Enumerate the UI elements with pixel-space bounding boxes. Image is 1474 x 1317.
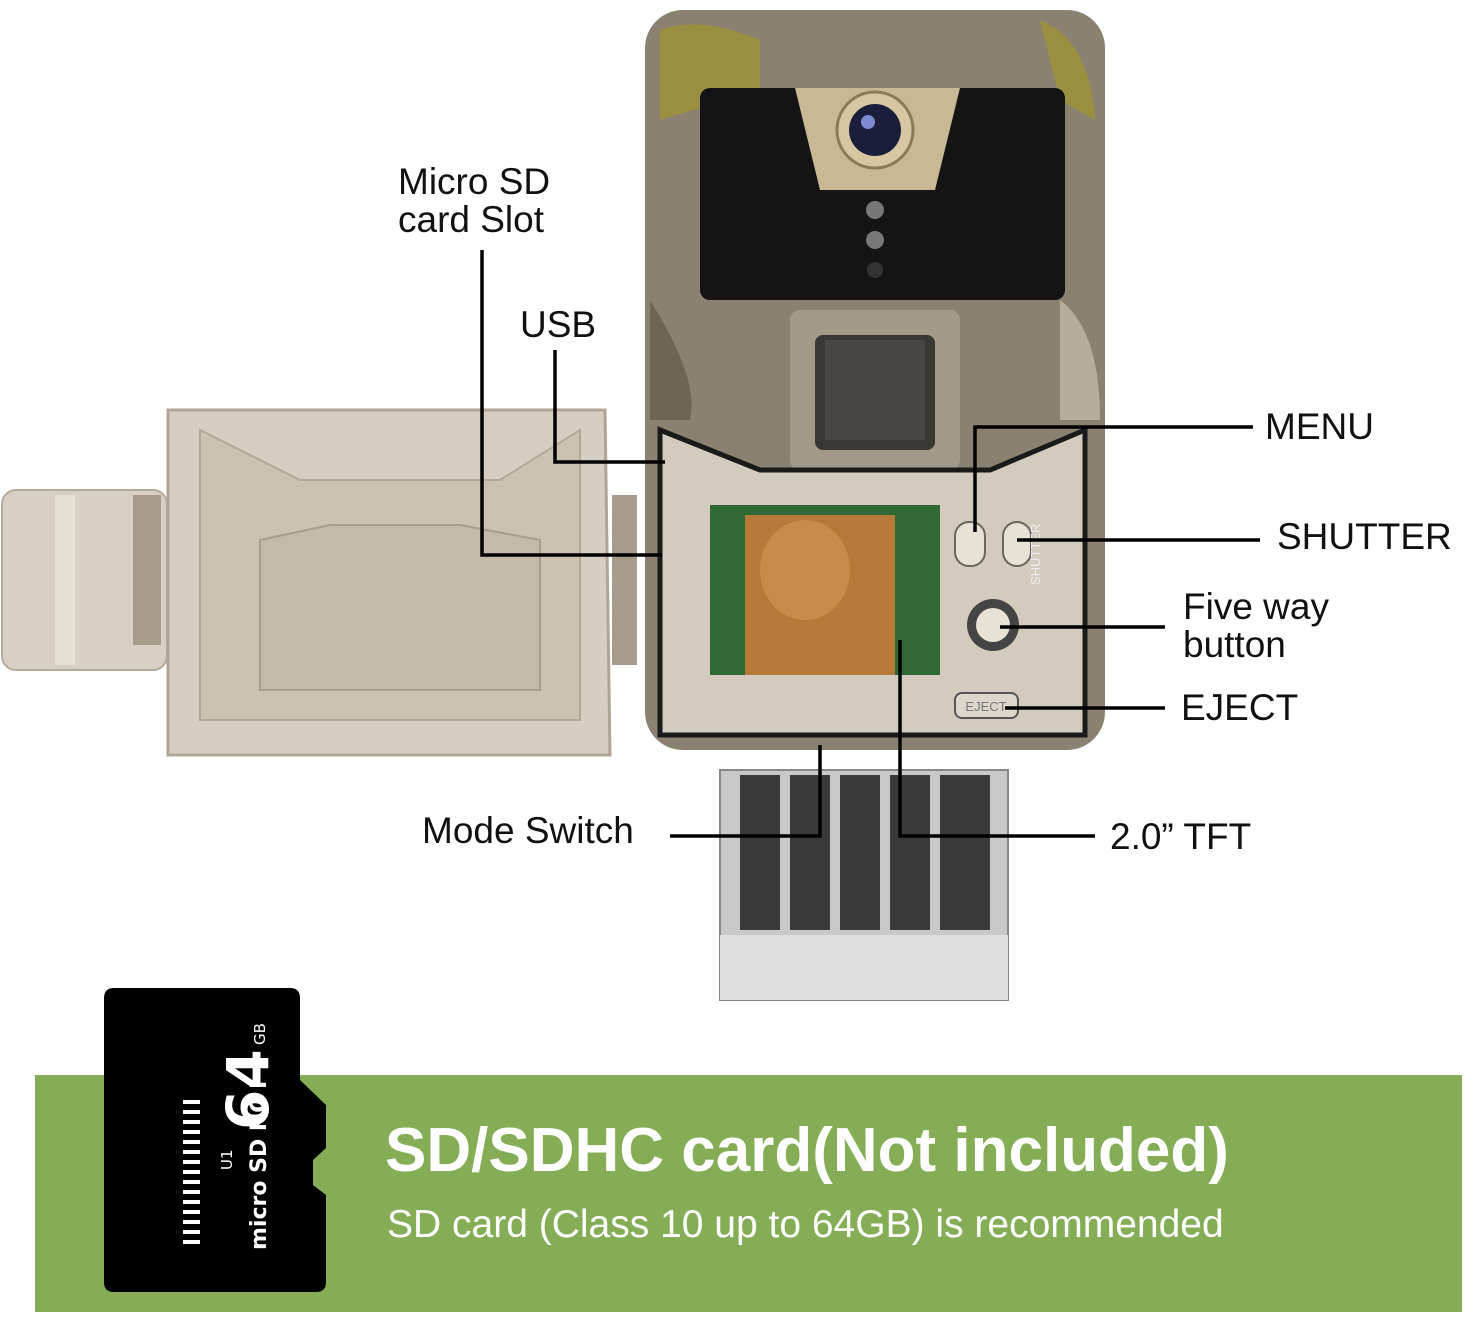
label-micro-sd-slot: Micro SD card Slot: [398, 163, 550, 239]
label-usb: USB: [520, 304, 597, 345]
label-mode-switch: Mode Switch: [422, 810, 634, 851]
open-door: [1, 408, 637, 757]
camera-body: SHUTTER EJECT: [645, 10, 1105, 750]
battery-tray: [719, 769, 1009, 1001]
banner-subtitle: SD card (Class 10 up to 64GB) is recomme…: [387, 1203, 1224, 1246]
label-eject: EJECT: [1181, 687, 1299, 728]
label-menu: MENU: [1265, 406, 1374, 447]
eject-button: [954, 692, 1019, 719]
shutter-button: [1002, 521, 1032, 567]
label-tft: 2.0” TFT: [1110, 816, 1252, 857]
label-five-way-button: Five way button: [1183, 588, 1329, 664]
leader-lines: [480, 250, 1260, 838]
menu-button: [954, 521, 986, 567]
sd-card-banner: SD/SDHC card(Not included) SD card (Clas…: [35, 1075, 1462, 1312]
banner-title: SD/SDHC card(Not included): [385, 1116, 1229, 1185]
eject-marking: EJECT: [965, 699, 1006, 714]
ir-led-panel: [700, 88, 1065, 300]
label-line: card Slot: [398, 199, 545, 240]
label-line: button: [1183, 624, 1286, 665]
label-line: Five way: [1183, 586, 1329, 627]
label-shutter: SHUTTER: [1277, 516, 1452, 557]
lens-icon: [849, 104, 901, 156]
label-line: Micro SD: [398, 161, 551, 202]
shutter-marking: SHUTTER: [1028, 524, 1043, 585]
